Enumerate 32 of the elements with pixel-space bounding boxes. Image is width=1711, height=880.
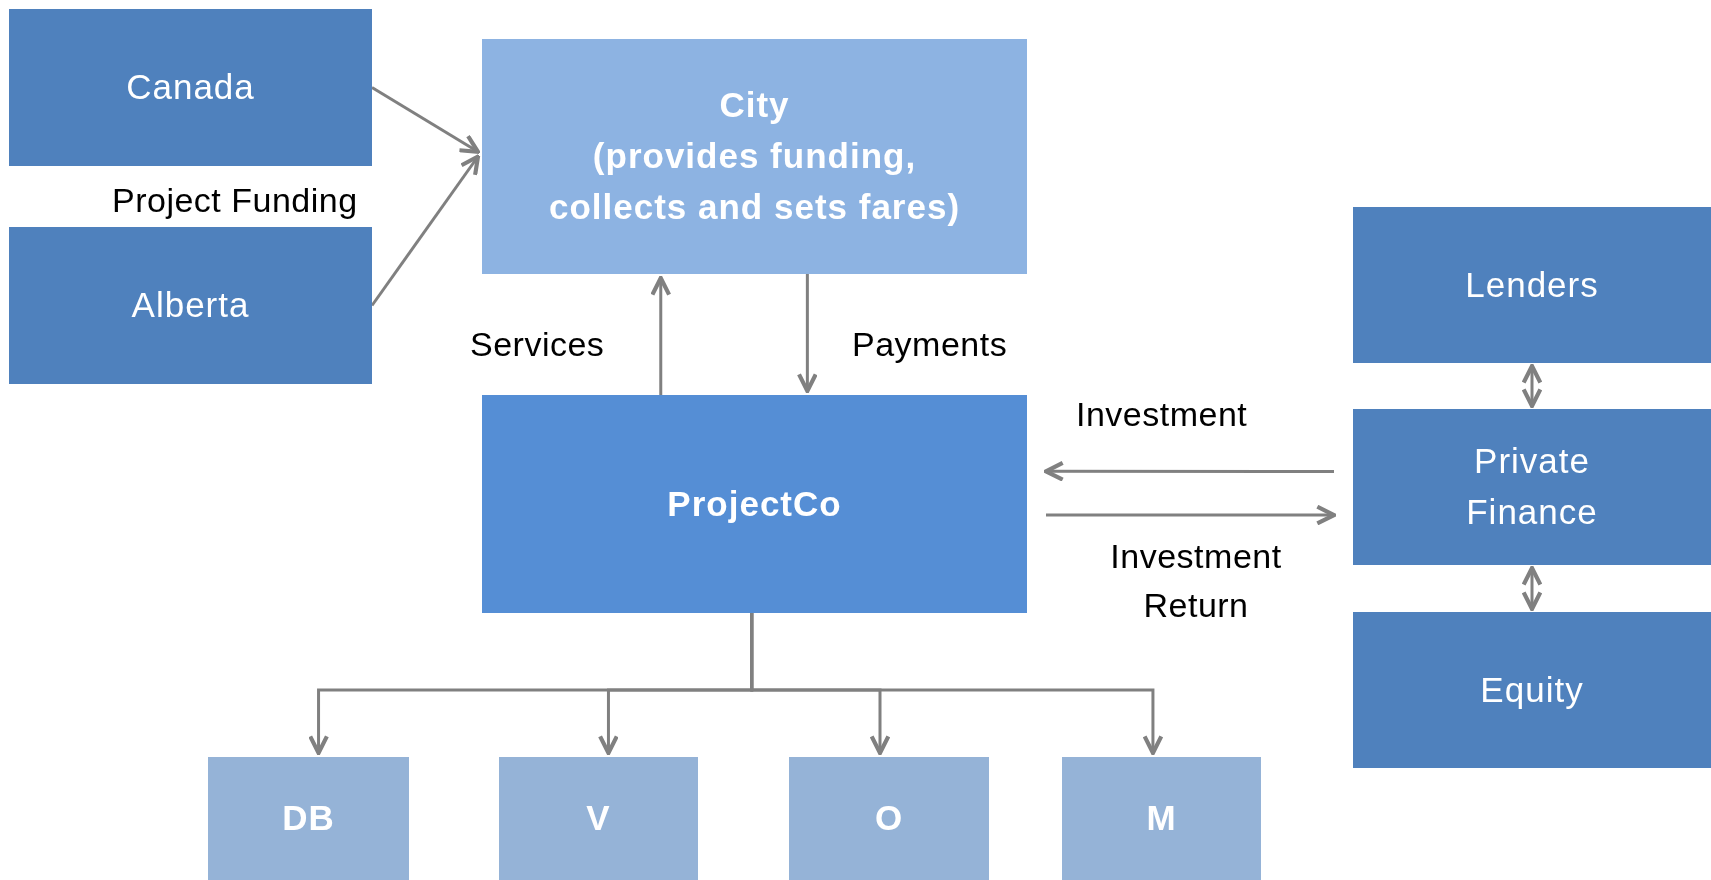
arrow <box>796 274 818 394</box>
arrow <box>1043 460 1334 482</box>
node-label: O <box>874 797 904 840</box>
node-label: ProjectCo <box>667 482 842 525</box>
projectco-box <box>482 395 1027 613</box>
entity-box <box>9 227 372 384</box>
node-label: Private Finance <box>1465 440 1599 533</box>
arrow <box>1521 363 1543 409</box>
arrow <box>1521 565 1543 612</box>
node-label: City <box>719 84 790 127</box>
entity-box <box>1353 409 1711 565</box>
node-label: Lenders <box>1465 263 1599 306</box>
node-label: (provides funding, collects and sets fares) <box>547 135 962 228</box>
node-label: Alberta <box>131 284 250 327</box>
contractor-box <box>499 757 698 880</box>
arrow <box>371 86 481 154</box>
entity-box <box>1353 207 1711 363</box>
contractor-box <box>1062 757 1261 880</box>
node-label: M <box>1146 797 1177 840</box>
node-label: Equity <box>1480 668 1584 711</box>
entity-box <box>9 9 372 166</box>
funding-label: Project Funding <box>112 180 358 221</box>
city-box <box>482 39 1027 274</box>
arrow <box>750 613 1164 756</box>
node-label: DB <box>282 797 335 840</box>
node-label: V <box>586 797 611 840</box>
arrow <box>1046 504 1337 526</box>
contractor-box <box>208 757 409 880</box>
node-label: Canada <box>126 66 255 109</box>
contractor-box <box>789 757 989 880</box>
entity-box <box>1353 612 1711 768</box>
arrow <box>650 275 672 395</box>
